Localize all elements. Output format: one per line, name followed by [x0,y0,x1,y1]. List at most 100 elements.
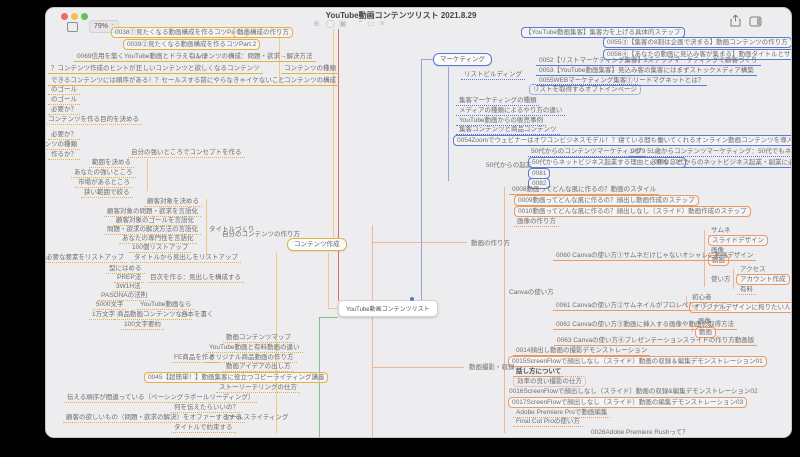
map-node[interactable]: 型にはめる [106,264,145,275]
map-node[interactable]: アカウント作成 [736,274,790,286]
map-node[interactable]: 画像 [695,317,714,328]
rectangle-icon[interactable]: ▭ [367,19,375,28]
map-node[interactable]: タイトルで約束する [171,423,236,434]
map-node[interactable]: 狭い範囲で絞る [81,188,133,199]
map-node[interactable]: 顧客対象を決める [144,197,202,208]
map-node[interactable]: スライドデザイン [708,235,768,247]
outline-panel-icon[interactable] [67,22,78,32]
map-node[interactable]: 動画撮影・収録 [469,364,515,371]
map-node[interactable]: 3W1H法 [113,282,144,293]
map-node[interactable]: 目次を作る：見出しを構成する [147,273,244,284]
map-node[interactable]: YouTube動画からの販売事例 [456,116,547,127]
map-node[interactable]: 動画の作り方 [471,240,510,247]
map-node[interactable]: 0060 Canvaの使い方①サムネだけじゃないオシャレに動画デザイン [553,251,757,262]
map-node[interactable]: コンテンツの構成 [281,76,339,87]
map-node[interactable]: 50代からの起業 [486,162,533,169]
map-node[interactable]: Final Cut Proの使い方 [513,417,583,428]
map-node[interactable]: 問題・欲求の解決方法の言語化 [104,225,201,236]
map-node[interactable]: 0009動画ってどんな風に作るの？顔出し動画作成のステップ [514,195,699,207]
map-node[interactable]: YouTube動画と有料動画の違い [206,343,303,354]
map-node[interactable]: 効率の良い撮影の仕方 [513,376,586,388]
map-node[interactable]: 0015ScreenFlowで顔出しなし（スライド）動画の収録＆編集デモンストレ… [508,356,767,368]
map-node[interactable]: リストビルディング [461,70,526,81]
map-node[interactable]: 0010動画ってどんな風に作るの？顔出しなし（スライド）動画作成のステップ [514,206,751,218]
zoom-button[interactable] [81,13,88,20]
map-node[interactable]: YouTube動画なら [137,300,195,311]
map-node[interactable]: 商品動画コンテンツなら [114,310,192,321]
map-node[interactable]: タイトルから見出しをリストアップ [131,253,241,264]
map-node[interactable]: 使い方 [711,276,731,283]
map-node[interactable]: 自分のコンテンツの作り方 [222,231,300,238]
map-node[interactable]: 0056④【あなたの動画に見込み客が集まる】動画タイトルとサムネイルの2つのポイ… [603,49,791,61]
map-node[interactable]: 【YouTube動画集客】集客力を上げる具体的ステップ [521,27,685,39]
map-node[interactable]: 50代からネットビジネス起業する理由と必要なこと [528,157,687,169]
map-node[interactable]: 0054Zoomでウェビナーはオワコンビジネスモデル！？寝ている間も働いてくれる… [453,135,791,147]
map-node[interactable]: オリジナルデザインに拘りたい人 [689,302,791,314]
map-node[interactable]: 0053【YouTube動画集客】見込み客の集客にはまずストックメディア構築 [536,66,757,77]
map-node[interactable]: できるコンテンツには順序がある！？セールスする前にやらなきゃイケないこと [48,76,288,87]
map-node[interactable]: タイトルづくり [209,226,255,233]
map-node[interactable]: 0045【超簡単！】動画集客に役立つコピーライティング講座 [144,372,329,384]
close-button[interactable] [61,13,68,20]
map-node[interactable]: コンテンツを作る目的を決める [46,115,142,126]
chevron-up-icon[interactable]: ⌃ [357,19,364,28]
map-node[interactable]: 顧客対象のゴールを言語化 [113,216,197,227]
map-node[interactable]: 0016ScreenFlowで顔出しなし（スライド）動画の収録&編集デモンストレ… [509,388,758,395]
map-node[interactable]: 0014顔出し動画の撮影デモンストレーション [513,346,651,357]
map-node[interactable]: 有料 [737,285,756,296]
map-node[interactable]: のゴール [48,85,80,96]
inspector-icon[interactable] [749,14,762,32]
map-node[interactable]: 範囲を決める [89,158,134,169]
map-node[interactable]: 0052【リストマーケティング集客】2ステップマーケティングで顧客づくり [536,56,761,67]
hub-node[interactable]: マーケティング [433,53,492,67]
map-node[interactable]: セールスライティング [224,414,289,421]
hub-node[interactable]: コンテンツ作成 [287,238,347,252]
circle-icon[interactable]: ◯ [326,19,335,28]
map-node[interactable]: 動画構成の作り方 [233,27,293,39]
map-node[interactable]: 0008動画ってどんな風に作るの？動画のスタイル [509,185,660,196]
map-node[interactable]: 作るか？ [48,150,80,161]
map-node[interactable]: 0069信用を築くYouTube動画とドラえもんは [74,52,212,63]
map-node[interactable]: コンテンツの種類 [46,140,80,151]
map-node[interactable]: のゴール [48,95,80,106]
map-node[interactable]: オリジナル商品動画の作り方 [206,353,297,364]
map-node[interactable]: 0061 Canvaの使い方②サムネイルがプロレベルデザインに [553,301,731,312]
map-node[interactable]: 集客マーケティングの種類 [456,96,540,107]
map-node[interactable]: 50代からのコンテンツマーケティング [528,147,645,158]
map-node[interactable]: 0063 Canvaの使い方④プレゼンテーションスライドの作り方動画版 [554,336,758,347]
map-node[interactable]: 0017ScreenFlowで顔出しなし（スライド）動画の編集デモンストレーショ… [508,397,748,409]
plus-circle-icon[interactable]: ⊕ [313,19,320,28]
map-node[interactable]: PREP法 [114,273,145,284]
map-node[interactable]: 0039②見たくなる動画構成を作るコツPart.2 [123,39,261,51]
central-node[interactable]: YouTube動画コンテンツリスト [338,300,438,317]
map-node[interactable]: 0079 51歳からコンテンツマーケティング：50代でもネットビジネスできるのか [628,147,791,158]
map-node[interactable]: 0026Adobe Premiere Rushって？ [591,429,689,436]
map-node[interactable]: 0055③【集客の8割は企画で決まる】動画コンテンツの作り方 [603,37,791,49]
map-node[interactable]: 顧客対象の問題・欲求を言語化 [104,207,201,218]
map-node[interactable]: コンテンツの種類 [281,64,339,75]
map-node[interactable]: PASONAの法則 [98,291,151,302]
map-node[interactable]: Adobe Premiere Proで動画編集 [513,408,611,419]
map-node[interactable]: コンテンツの構成：問題・欲求→解決方法 [186,52,316,63]
map-node[interactable]: 必要か？ [48,130,80,141]
map-node[interactable]: 正しいコンテンツと欲しくなるコンテンツ [133,64,263,75]
close-x-icon[interactable]: ✕ [379,19,386,28]
map-node[interactable]: 顧客の欲しいもの（問題・欲求の解決）をオファーするする [63,413,245,424]
map-node[interactable]: 0080 50代からのネットビジネス起業・副業に必要なこと [651,158,791,169]
map-node[interactable]: メディアの種類によるやり方の違い [456,106,566,117]
map-node[interactable]: 100個リストアップ [129,243,192,254]
map-node[interactable]: 必要な要素をリストアップ [46,253,127,264]
mindmap-canvas[interactable]: YouTube動画コンテンツリスト 2021.8.29 79% ⌃⌄ ⊕◯▣⌃▭… [46,8,791,437]
map-node[interactable]: 0082 [528,178,551,190]
map-node[interactable]: ストーリーテリングの仕方 [216,383,300,394]
map-node[interactable]: 1万文字 [89,310,119,321]
map-node[interactable]: 動画 [695,327,716,339]
map-node[interactable]: 動画アイデアの出し方 [223,362,294,373]
map-node[interactable]: あなたの強いところ [71,168,136,179]
map-node[interactable]: 伝える順序が間違っている（ペーシングラポールリーディング） [64,393,258,404]
map-node[interactable]: FE商品を作る [171,353,218,364]
map-node[interactable]: 0062 Canvaの使い方③動画に挿入する画像や動画の取得方法 [553,320,738,331]
map-node[interactable]: 台本を書く [181,311,214,318]
image-icon[interactable]: ▣ [339,19,347,28]
share-icon[interactable] [730,14,741,32]
